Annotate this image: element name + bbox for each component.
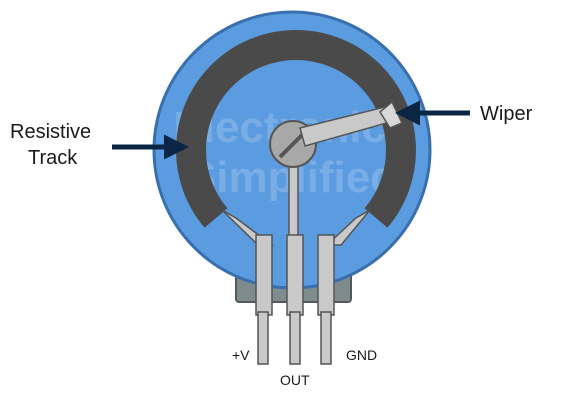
resistive-track-label-line-1: Resistive [10, 121, 91, 143]
terminal-label-out: OUT [280, 372, 310, 388]
pin-out [286, 234, 304, 316]
wiper-label: Wiper [480, 103, 533, 125]
terminal-label-plus-v: +V [232, 347, 250, 363]
terminal-label-gnd: GND [346, 347, 377, 363]
resistive-track-label-line-2: Track [28, 147, 78, 169]
resistive-track [176, 30, 416, 228]
pin-gnd [317, 234, 335, 316]
pin-plus-v [255, 234, 273, 316]
terminal-pins [255, 234, 335, 365]
